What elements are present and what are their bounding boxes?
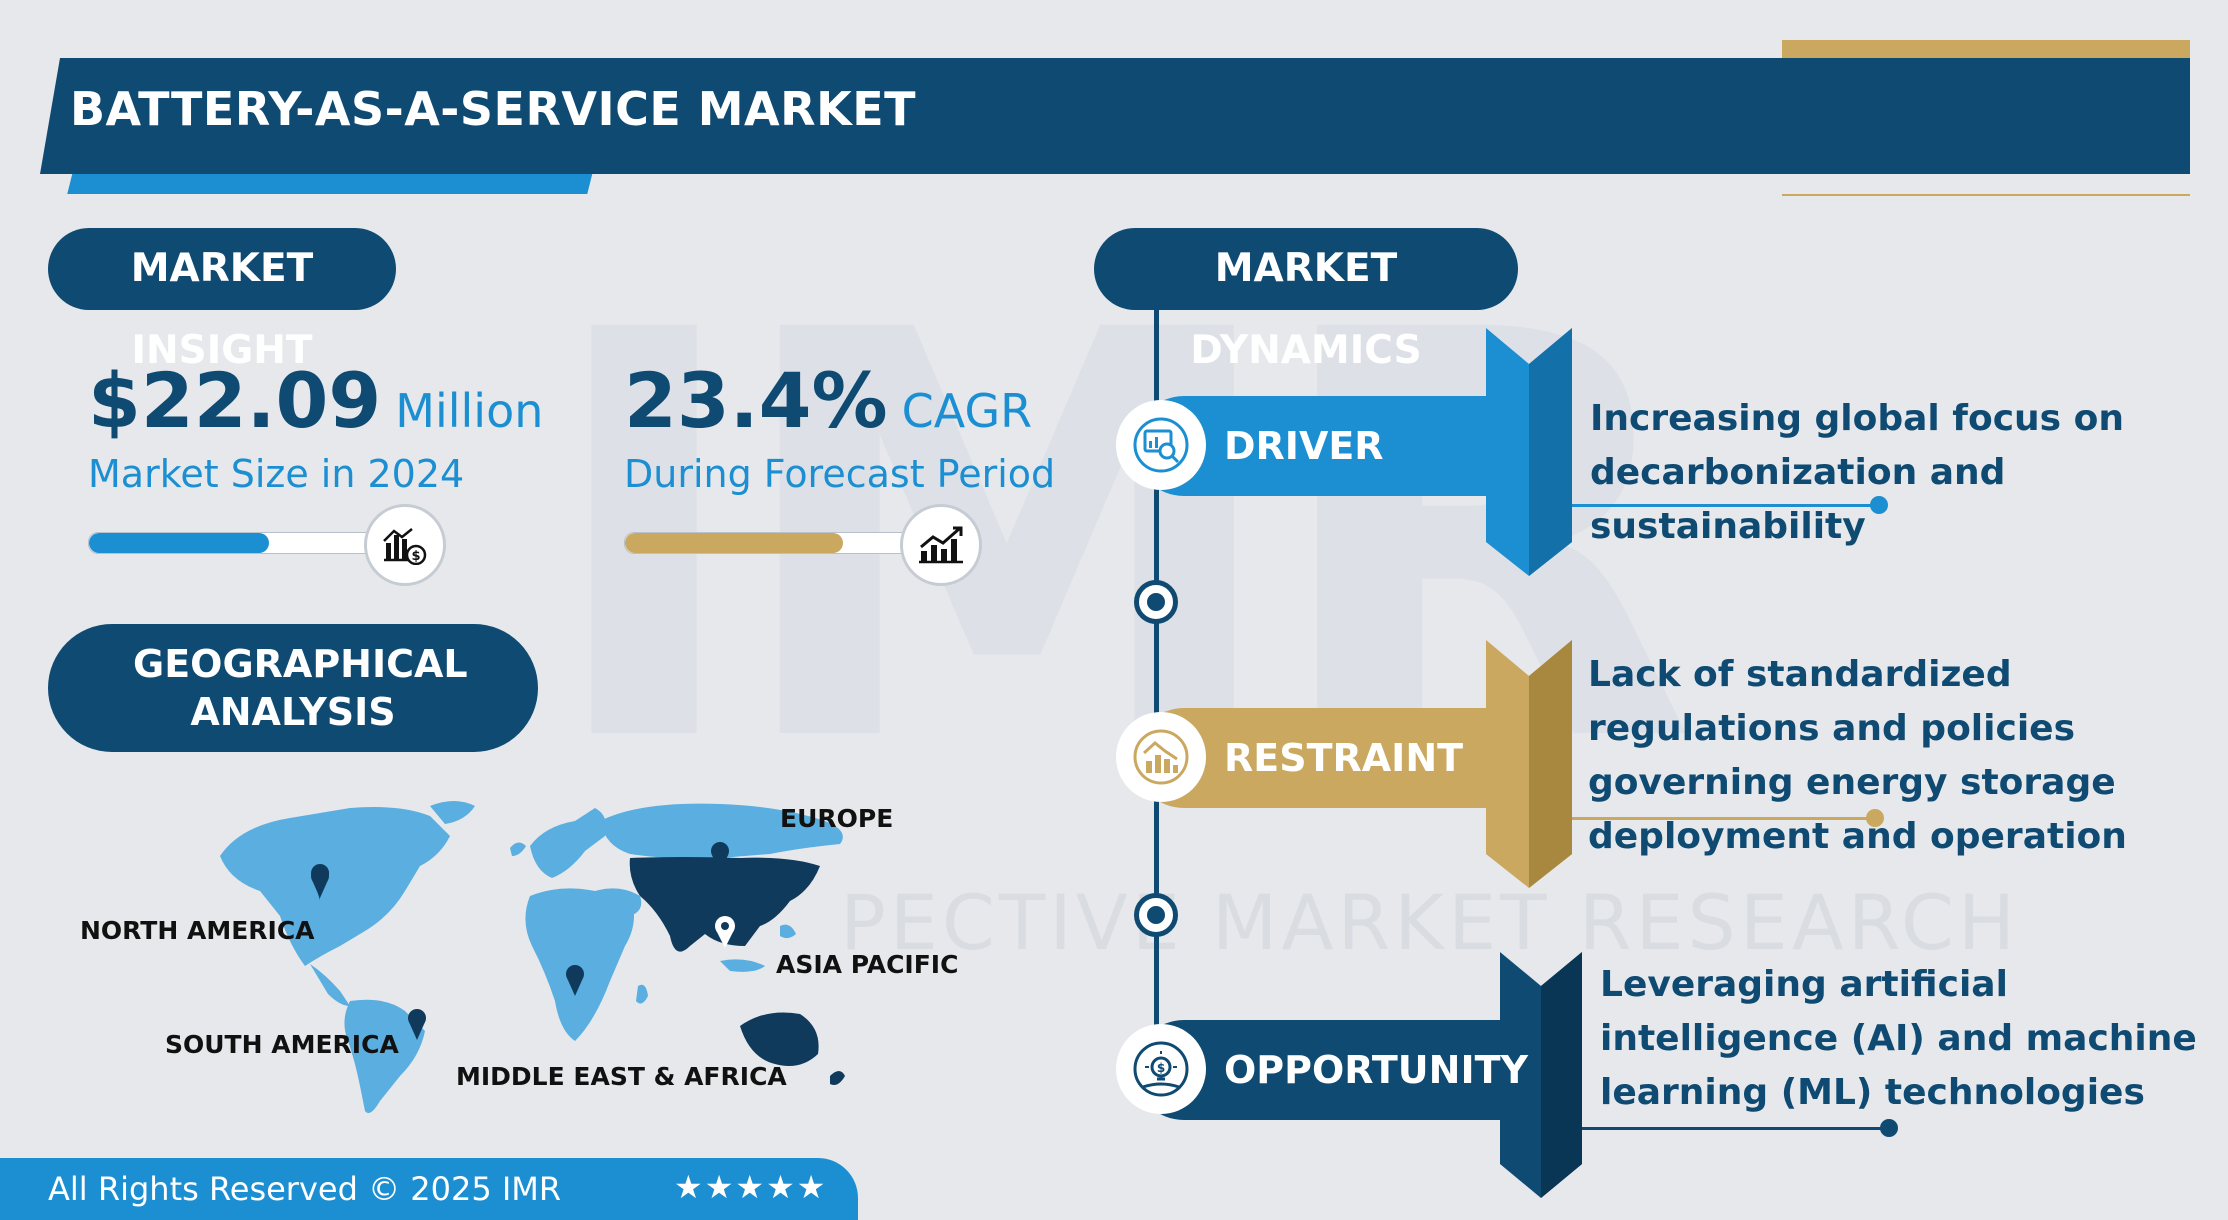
region-label-middle-east-africa: MIDDLE EAST & AFRICA [456, 1062, 787, 1091]
restraint-text: Lack of standardized regulations and pol… [1588, 654, 2127, 857]
market-size-unit: Million [395, 384, 544, 438]
geographical-analysis-heading: GEOGRAPHICAL ANALYSIS [48, 624, 538, 752]
cagr-value: 23.4% [624, 356, 888, 445]
driver-ribbon [1486, 328, 1572, 576]
watermark-text: PECTIVE MARKET RESEARCH [840, 878, 2020, 967]
idea-bulb-icon: $ [1116, 1024, 1206, 1114]
timeline-node [1134, 580, 1178, 624]
world-map [220, 801, 845, 1114]
restraint-connector-dot [1866, 809, 1884, 827]
region-label-north-america: NORTH AMERICA [80, 916, 315, 945]
region-label-south-america: SOUTH AMERICA [165, 1030, 399, 1059]
analytics-icon [1116, 400, 1206, 490]
header-band [40, 58, 2190, 174]
market-size-label: Market Size in 2024 [88, 452, 465, 496]
header-blue-accent [67, 172, 593, 194]
driver-label: DRIVER [1224, 424, 1384, 468]
opportunity-connector-dot [1880, 1119, 1898, 1137]
growth-chart-icon [900, 504, 982, 586]
svg-text:$: $ [1157, 1061, 1165, 1075]
map-asia-pacific [629, 857, 820, 952]
cagr-bar [624, 532, 916, 554]
svg-text:$: $ [411, 549, 420, 564]
copyright-text: All Rights Reserved © 2025 IMR [48, 1170, 562, 1208]
chart-dollar-icon: $ [364, 504, 446, 586]
market-dynamics-heading: MARKET DYNAMICS [1094, 228, 1518, 373]
restraint-label: RESTRAINT [1224, 736, 1464, 780]
dynamics-timeline [1154, 310, 1159, 1110]
market-size-bar [88, 532, 390, 554]
timeline-node [1134, 893, 1178, 937]
map-pins [311, 842, 729, 1040]
declining-chart-icon [1116, 712, 1206, 802]
driver-connector-dot [1870, 496, 1888, 514]
rating-stars: ★★★★★ [674, 1168, 828, 1206]
map-europe [530, 808, 607, 878]
geo-heading-text: GEOGRAPHICAL ANALYSIS [133, 642, 468, 734]
driver-text: Increasing global focus on decarbonizati… [1590, 398, 2124, 547]
region-label-europe: EUROPE [780, 804, 894, 833]
map-middle-east-africa [525, 888, 634, 1041]
opportunity-text: Leveraging artificial intelligence (AI) … [1600, 964, 2197, 1113]
map-north-america [220, 807, 450, 966]
cagr-bar-fill [625, 533, 843, 553]
restraint-ribbon [1486, 640, 1572, 888]
opportunity-connector [1582, 1127, 1890, 1130]
cagr-unit: CAGR [901, 384, 1033, 438]
driver-connector [1572, 504, 1882, 507]
restraint-connector [1572, 817, 1878, 820]
header-gold-accent [1782, 40, 2190, 62]
market-size-value: $22.09 [88, 356, 382, 445]
cagr-label: During Forecast Period [624, 452, 1056, 496]
opportunity-label: OPPORTUNITY [1224, 1048, 1529, 1092]
header-gold-line [1782, 194, 2190, 196]
region-label-asia-pacific: ASIA PACIFIC [776, 950, 959, 979]
map-pin-asia [715, 916, 735, 948]
map-south-america [344, 999, 425, 1114]
page-title: BATTERY-AS-A-SERVICE MARKET [70, 82, 917, 136]
market-insight-heading: MARKET INSIGHT [48, 228, 396, 373]
market-size-bar-fill [89, 533, 269, 553]
cagr-stat: 23.4%CAGR [624, 356, 1032, 445]
footer-bar [0, 1158, 858, 1220]
opportunity-ribbon [1500, 952, 1582, 1198]
